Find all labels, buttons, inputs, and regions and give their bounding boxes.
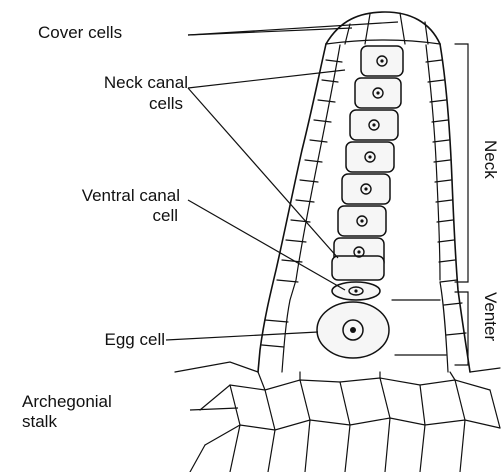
neck-wall-cells-right (426, 45, 457, 282)
label-ventral-canal-cell-line2: cell (0, 206, 178, 225)
neck-canal-cells (332, 46, 403, 280)
label-venter: Venter (480, 292, 500, 341)
ventral-canal-cell (332, 282, 380, 300)
archegonial-stalk-cells (175, 362, 500, 472)
neck-left-outline (258, 44, 326, 372)
label-neck-canal-cells-line2: cells (38, 94, 183, 113)
label-archegonial-stalk-line1: Archegonial (22, 392, 112, 411)
neck-bracket (455, 44, 468, 282)
label-ventral-canal-cell-line1: Ventral canal (0, 186, 180, 205)
label-cover-cells: Cover cells (38, 23, 122, 42)
label-neck-canal-cells-line1: Neck canal (38, 73, 188, 92)
egg-cell (317, 302, 389, 358)
label-neck: Neck (480, 140, 500, 179)
label-archegonial-stalk-line2: stalk (22, 412, 57, 431)
label-egg-cell: Egg cell (20, 330, 165, 349)
